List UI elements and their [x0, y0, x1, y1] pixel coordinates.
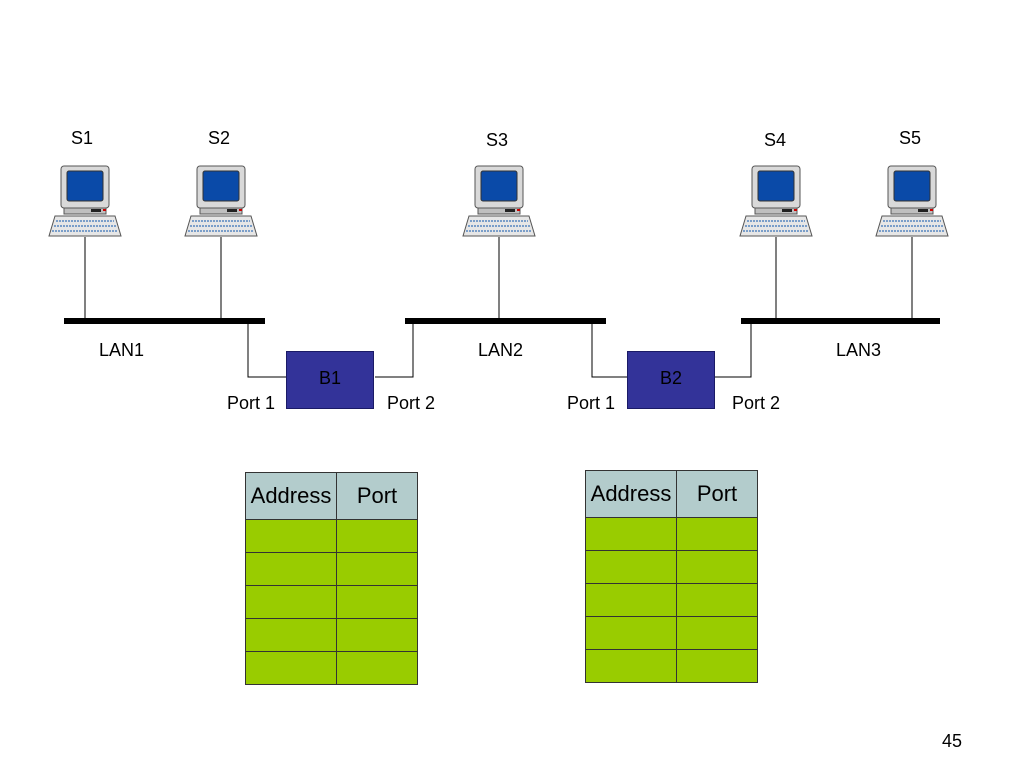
s1-computer-icon — [48, 165, 122, 237]
port-cell — [336, 519, 418, 553]
lan-label-3: LAN3 — [836, 340, 882, 360]
bridge-b1: B1 — [286, 351, 374, 409]
table-row — [585, 616, 758, 650]
address-cell — [585, 517, 677, 551]
b1-port1-label: Port 1 — [227, 393, 276, 413]
station-label-s3: S3 — [486, 130, 509, 150]
table-row — [585, 583, 758, 617]
station-label-s2: S2 — [208, 128, 231, 148]
b2-forwarding-table: Address Port — [585, 470, 758, 683]
station-label-s1: S1 — [71, 128, 94, 148]
table-header-row: Address Port — [585, 470, 758, 518]
lan-label-2: LAN2 — [478, 340, 524, 360]
address-cell — [585, 583, 677, 617]
lan3-bus — [741, 318, 940, 324]
port-cell — [676, 517, 758, 551]
b1-forwarding-table: Address Port — [245, 472, 418, 685]
lan2-bus — [405, 318, 606, 324]
port-cell — [676, 616, 758, 650]
b2-port2-link — [714, 322, 752, 378]
b1-port1-link — [247, 322, 286, 378]
s3-computer-icon — [462, 165, 536, 237]
s4-computer-icon — [739, 165, 813, 237]
address-cell — [245, 585, 337, 619]
port-cell — [676, 550, 758, 584]
address-cell — [245, 519, 337, 553]
lan1-bus — [64, 318, 265, 324]
b2-port2-label: Port 2 — [732, 393, 781, 413]
table-row — [245, 618, 418, 652]
table-row — [245, 519, 418, 553]
address-cell — [245, 618, 337, 652]
b2-port1-link — [591, 322, 628, 378]
station-label-s5: S5 — [899, 128, 922, 148]
page-number: 45 — [941, 731, 962, 751]
address-cell — [585, 649, 677, 683]
port-cell — [676, 583, 758, 617]
port-header: Port — [336, 472, 418, 520]
port-cell — [676, 649, 758, 683]
table-row — [585, 517, 758, 551]
table-row — [245, 585, 418, 619]
station-label-s4: S4 — [764, 130, 787, 150]
table-row — [245, 651, 418, 685]
bridge-b2-label: B2 — [659, 368, 683, 388]
port-cell — [336, 651, 418, 685]
address-header: Address — [245, 472, 337, 520]
b2-port1-label: Port 1 — [567, 393, 616, 413]
table-row — [245, 552, 418, 586]
address-cell — [245, 651, 337, 685]
bridge-b1-label: B1 — [318, 368, 342, 388]
address-cell — [245, 552, 337, 586]
address-cell — [585, 616, 677, 650]
bridge-b2: B2 — [627, 351, 715, 409]
address-cell — [585, 550, 677, 584]
port-cell — [336, 618, 418, 652]
table-row — [585, 550, 758, 584]
address-header: Address — [585, 470, 677, 518]
port-cell — [336, 585, 418, 619]
s2-computer-icon — [184, 165, 258, 237]
lan-label-1: LAN1 — [99, 340, 145, 360]
b1-port2-label: Port 2 — [387, 393, 436, 413]
b1-port2-link — [375, 322, 414, 378]
port-header: Port — [676, 470, 758, 518]
port-cell — [336, 552, 418, 586]
table-row — [585, 649, 758, 683]
s5-computer-icon — [875, 165, 949, 237]
table-header-row: Address Port — [245, 472, 418, 520]
